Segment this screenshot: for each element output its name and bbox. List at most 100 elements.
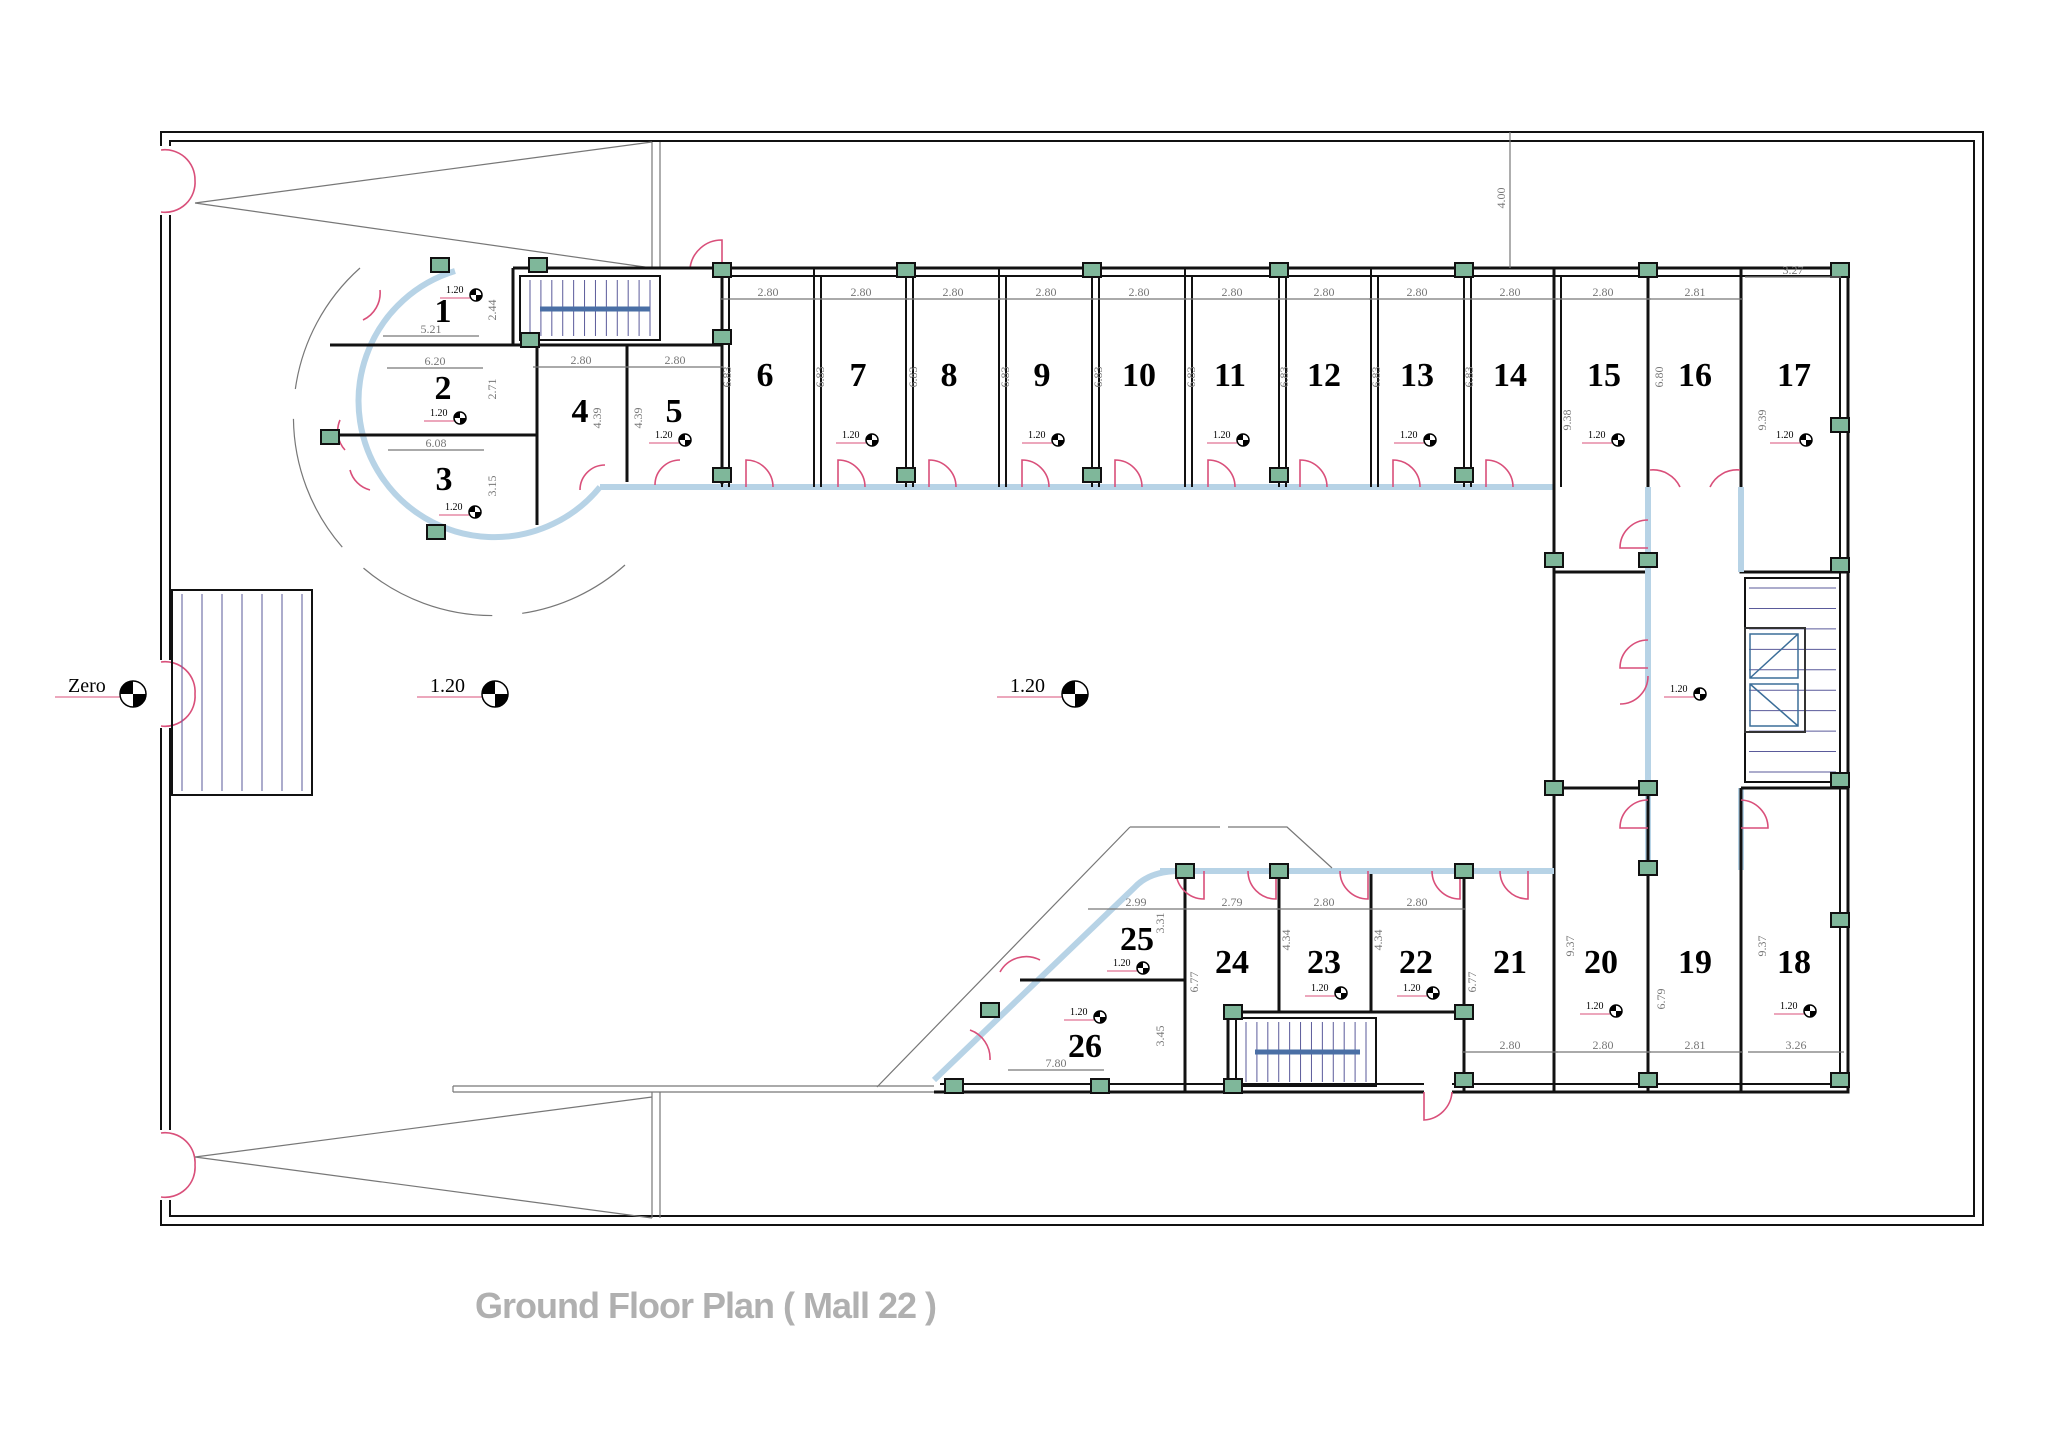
level-symbol-fill: [1424, 434, 1436, 446]
room-level-marker: 1.20: [1776, 430, 1794, 441]
shop-divider-wall: [1463, 268, 1472, 487]
structural-column: [980, 1002, 1000, 1018]
room-number-26: 26: [1068, 1028, 1102, 1065]
level-symbol-fill: [470, 289, 482, 301]
room-number-17: 17: [1777, 357, 1811, 394]
dimension-label: 2.80: [1129, 285, 1150, 299]
shop-door: [745, 459, 774, 488]
room-level-marker: 1.20: [655, 430, 673, 441]
room-level-marker: 1.20: [445, 502, 463, 513]
elevator-shaft: [1744, 627, 1806, 733]
outer-boundary-inner-line: [169, 140, 1975, 1217]
structural-column: [320, 429, 340, 445]
level-symbol-fill: [1612, 434, 1624, 446]
room-number-4: 4: [572, 393, 589, 430]
structural-column: [1090, 1078, 1110, 1094]
structural-column: [426, 524, 446, 540]
structural-column: [1544, 552, 1564, 568]
dimension-label: 2.80: [1500, 285, 1521, 299]
room-number-8: 8: [941, 357, 958, 394]
room-number-10: 10: [1122, 357, 1156, 394]
dimension-label: 6.80: [1652, 367, 1666, 388]
dimension-label: 6.83: [1184, 367, 1198, 388]
room-level-marker: 1.20: [1403, 983, 1421, 994]
diagonal-doors: [969, 955, 1041, 1061]
level-marker-mall-left: 1.20: [430, 675, 465, 697]
level-symbol-fill: [1427, 987, 1439, 999]
rear-exit-door: [1423, 1091, 1453, 1121]
dimension-label: 2.80: [1593, 285, 1614, 299]
stairs: [171, 275, 1841, 1087]
room-number-14: 14: [1493, 357, 1527, 394]
shop-door: [1431, 870, 1461, 900]
dimension-label: 2.81: [1685, 285, 1706, 299]
shop-door: [1392, 459, 1421, 488]
room-number-13: 13: [1400, 357, 1434, 394]
diagonal-glass-facade: [931, 868, 1181, 1083]
level-symbol-fill: [1052, 434, 1064, 446]
shop-door: [837, 459, 866, 488]
room-level-marker: 1.20: [1113, 958, 1131, 969]
shop-door: [1299, 459, 1328, 488]
dimension-label: 4.34: [1371, 930, 1385, 951]
level-symbol-fill: [1062, 681, 1088, 707]
level-symbol-fill: [1137, 962, 1149, 974]
curved-glass-facade: [355, 268, 603, 541]
level-symbol-fill: [866, 434, 878, 446]
structural-column: [1638, 262, 1658, 278]
level-marker-mall-center: 1.20: [1010, 675, 1045, 697]
diagonal-canopy-line: [876, 826, 1333, 1088]
level-symbol-fill: [1237, 434, 1249, 446]
dimension-label: 2.80: [1500, 1038, 1521, 1052]
room-level-marker: 1.20: [1780, 1001, 1798, 1012]
room-level-marker: 1.20: [1670, 684, 1688, 695]
structural-column: [1830, 557, 1850, 573]
structural-column: [520, 332, 540, 348]
dimension-label: 2.99: [1126, 895, 1147, 909]
mall-perimeter-inner: [722, 275, 1841, 1085]
structural-column: [1175, 863, 1195, 879]
dimension-label: 2.80: [1036, 285, 1057, 299]
room-number-16: 16: [1678, 357, 1712, 394]
dimension-label: 4.39: [631, 408, 645, 429]
shop-divider-wall: [721, 268, 730, 487]
level-symbol-fill: [1694, 688, 1706, 700]
dimension-label: 4.00: [1494, 188, 1508, 209]
shop-divider-wall: [813, 268, 822, 487]
shop-door: [1339, 870, 1369, 900]
shop-door: [1207, 459, 1236, 488]
structural-column: [1454, 262, 1474, 278]
stair-bottom: [1235, 1017, 1377, 1087]
level-symbol-fill: [1610, 1005, 1622, 1017]
structural-column: [1830, 912, 1850, 928]
dimension-label: 2.81: [1685, 1038, 1706, 1052]
room-number-24: 24: [1215, 944, 1249, 981]
top-door: [689, 239, 723, 269]
structural-column: [1269, 863, 1289, 879]
dimension-label: 6.83: [906, 367, 920, 388]
level-markers: Zero 1.20 1.20 1.20 1.20 1.20 1.20 1.20 1.20 1.20…: [55, 285, 1817, 1024]
room-number-2: 2: [435, 370, 452, 407]
dimension-label: 6.83: [1277, 367, 1291, 388]
shop-walls: [721, 268, 1848, 1092]
dimension-label: 2.79: [1222, 895, 1243, 909]
shop-door: [1485, 459, 1514, 488]
shop-16-door: [1649, 469, 1741, 488]
corridor-glass: [1645, 487, 1744, 870]
room-number-19: 19: [1678, 944, 1712, 981]
shop-divider-wall: [1091, 268, 1100, 487]
rear-walkway-line: [452, 1085, 934, 1093]
dimension-label: 2.80: [665, 353, 686, 367]
level-marker-zero: Zero: [68, 675, 106, 697]
room-level-marker: 1.20: [1311, 983, 1329, 994]
corridor-doors: [1619, 799, 1769, 829]
level-symbol-fill: [1800, 434, 1812, 446]
room-level-marker: 1.20: [1588, 430, 1606, 441]
dimension-label: 3.26: [1786, 1038, 1807, 1052]
rooms-1-3-walls: [327, 268, 724, 525]
shop-doors: [336, 289, 1769, 1121]
canopy-bottom: [194, 1092, 661, 1219]
stair-entrance-left: [171, 589, 313, 796]
